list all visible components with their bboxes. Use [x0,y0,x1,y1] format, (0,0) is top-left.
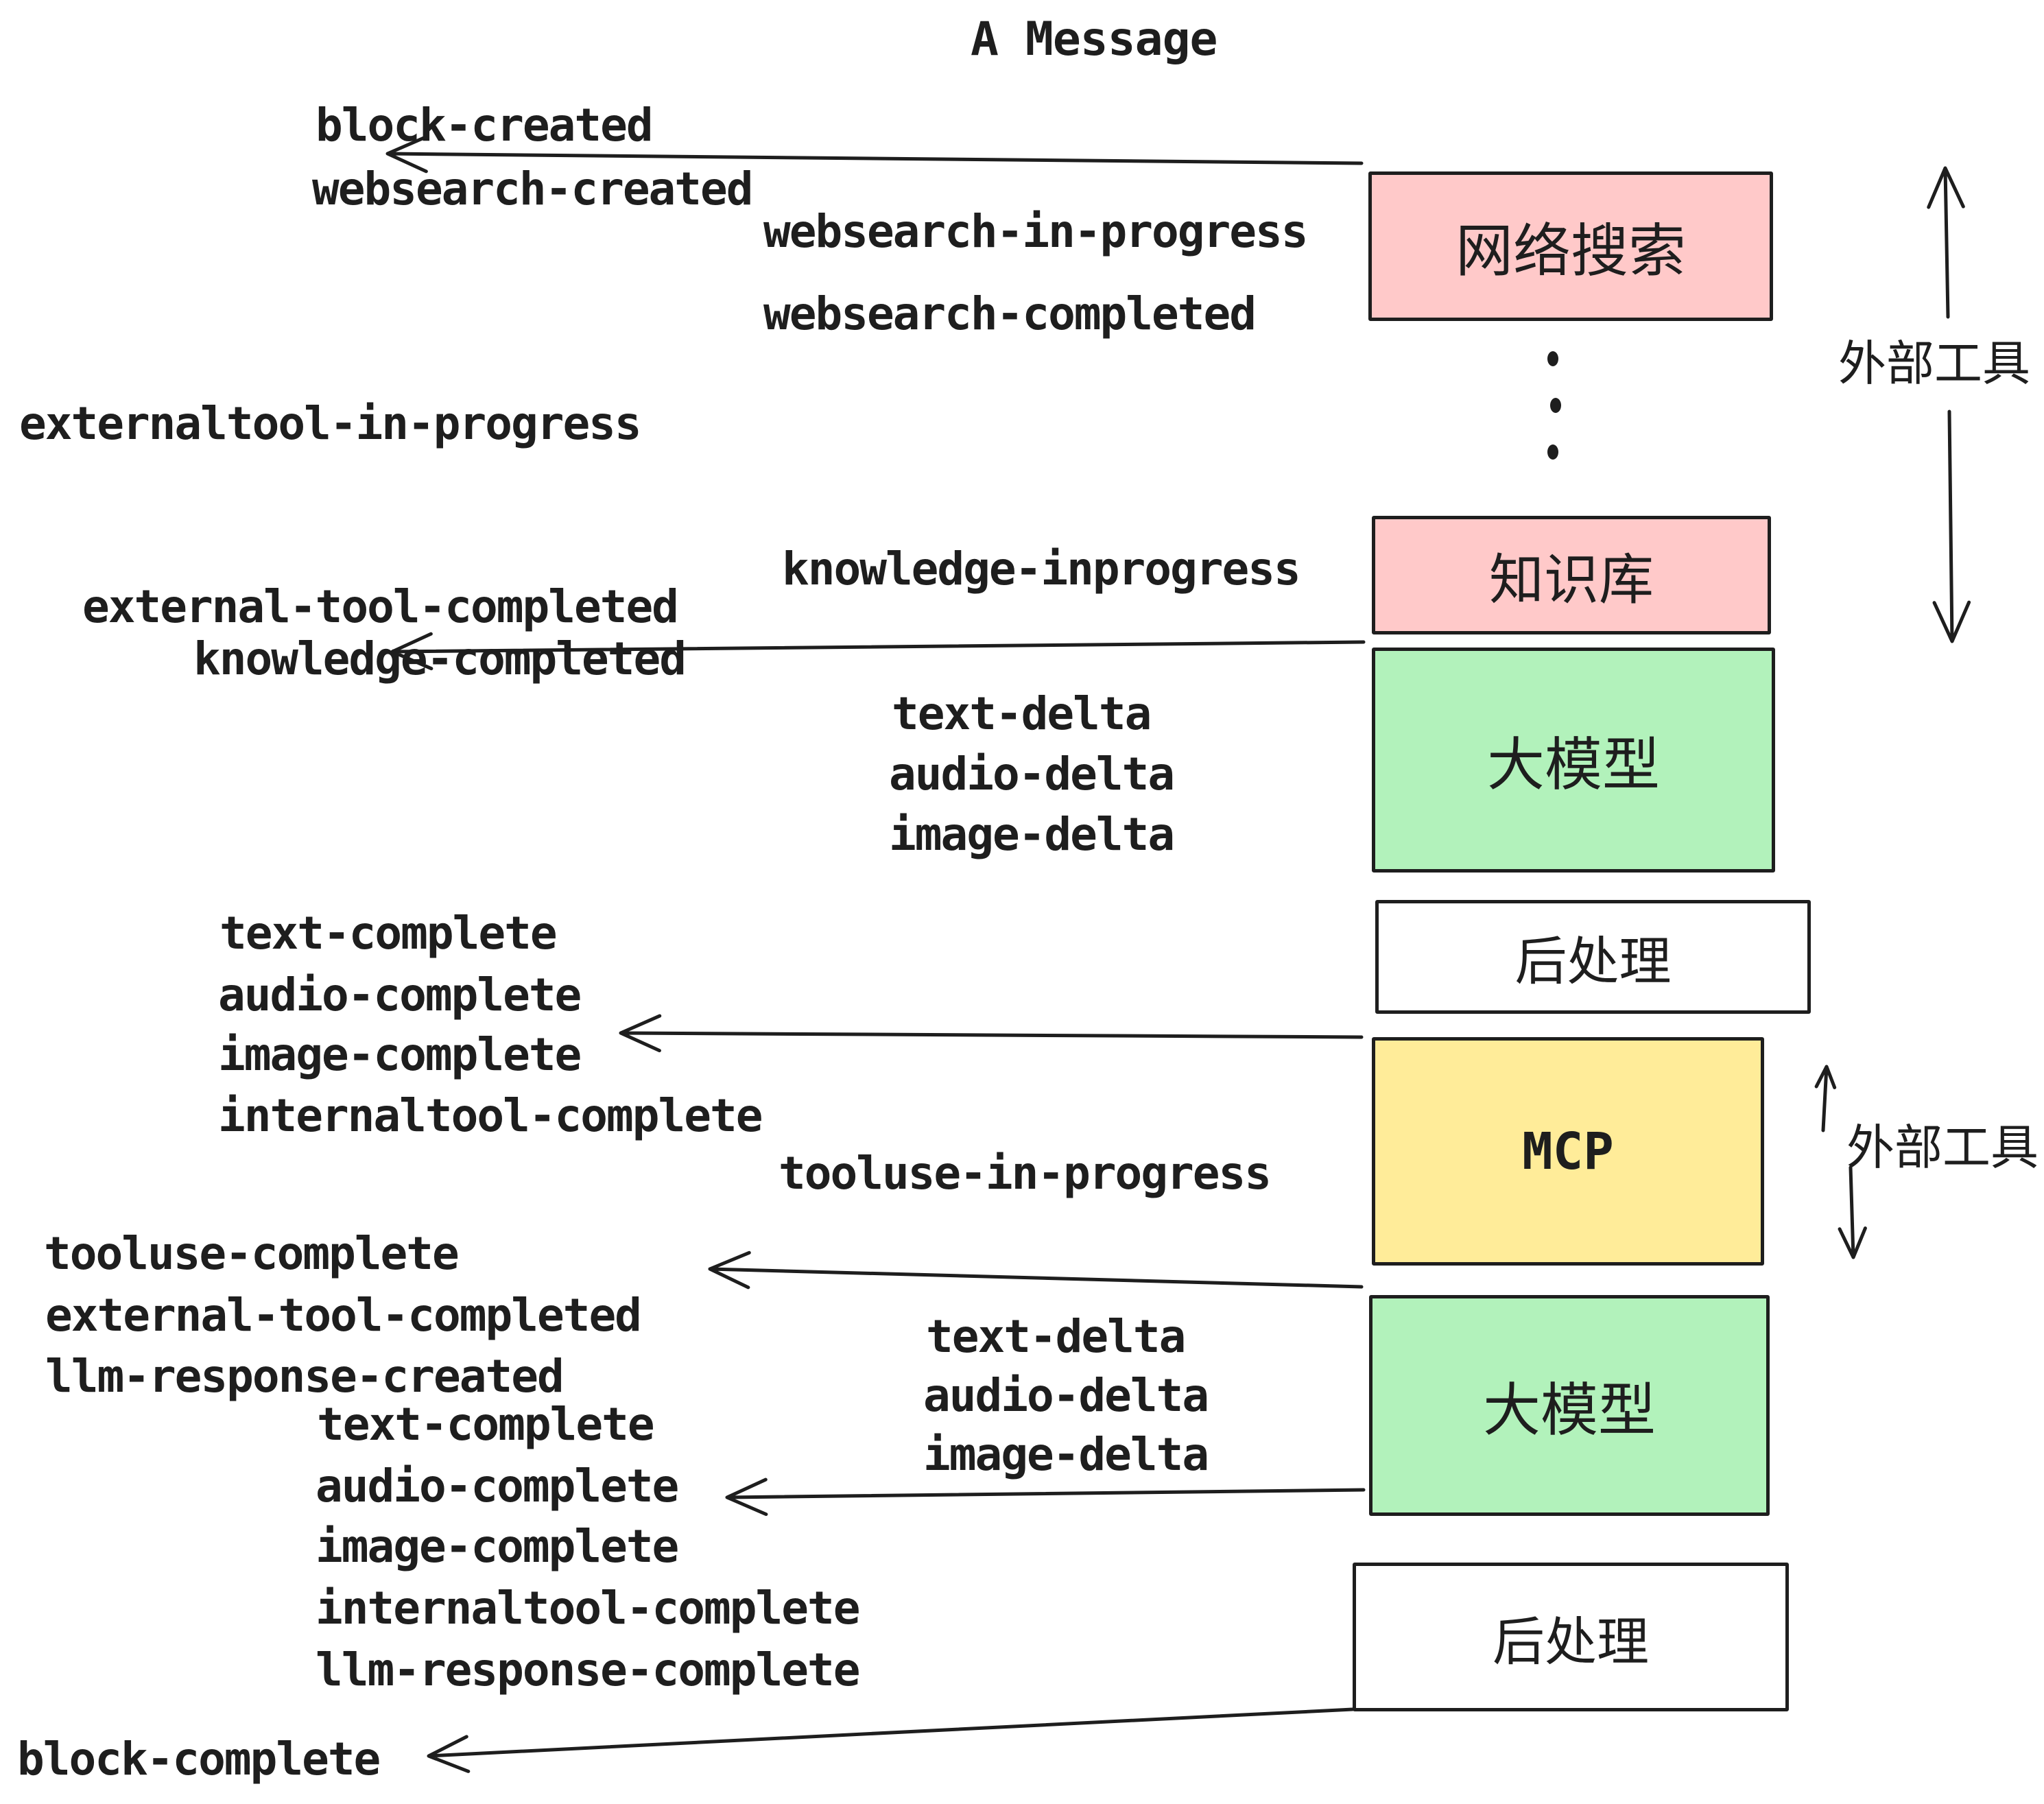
event-audio-complete-1: audio-complete [218,969,582,1021]
vertical-ellipsis-dot [1550,398,1561,413]
external-tools-label-top: 外部工具 [1838,335,2030,392]
llm-box-top-label: 大模型 [1486,731,1660,798]
diagram-title: A Message [971,12,1217,67]
knowledge-base-box-label: 知识库 [1489,547,1654,612]
event-audio-delta-1: audio-delta [889,748,1175,800]
arrow-llm-to-audio-complete [725,1477,1366,1517]
mcp-box-label: MCP [1522,1121,1614,1181]
postprocess-box-bottom: 后处理 [1353,1563,1789,1711]
event-block-complete: block-complete [17,1733,381,1785]
event-llm-response-created: llm-response-created [45,1350,565,1403]
vertical-ellipsis-dot [1547,444,1558,460]
event-image-complete-1: image-complete [218,1028,582,1081]
event-internaltool-complete-1: internaltool-complete [218,1089,763,1142]
event-websearch-completed: websearch-completed [763,287,1257,340]
postprocess-box-top-label: 后处理 [1514,931,1672,992]
arrow-to-image-complete [619,1014,1364,1053]
event-knowledge-completed: knowledge-completed [193,632,687,685]
arrow-mcp-to-tooluse-complete [708,1250,1364,1290]
event-websearch-created: websearch-created [312,163,754,215]
event-image-delta-1: image-delta [889,808,1175,861]
event-externaltool-in-progress: externaltool-in-progress [19,397,642,450]
event-tooluse-in-progress: tooluse-in-progress [779,1147,1272,1200]
vertical-ellipsis-dot [1547,351,1558,366]
external-tools-mid-arrow-down [1838,1165,1867,1259]
event-text-delta-1: text-delta [892,687,1152,740]
event-tooluse-complete: tooluse-complete [44,1227,460,1280]
event-external-tool-completed-2: external-tool-completed [45,1289,642,1342]
arrow-to-block-complete [427,1707,1355,1773]
external-tools-label-mid: 外部工具 [1846,1119,2039,1176]
event-knowledge-inprogress: knowledge-inprogress [782,543,1301,595]
event-text-complete-2: text-complete [317,1398,655,1451]
event-llm-response-complete: llm-response-complete [316,1643,860,1696]
event-block-created: block-created [316,99,654,152]
external-tools-top-arrow-down [1932,410,1971,643]
arrow-llm-to-knowledge-completed [390,632,1366,671]
event-image-complete-2: image-complete [316,1520,679,1573]
event-audio-delta-2: audio-delta [923,1369,1209,1422]
event-audio-complete-2: audio-complete [316,1460,679,1512]
llm-box-bottom: 大模型 [1369,1295,1770,1516]
websearch-box-label: 网络搜索 [1455,217,1686,285]
llm-box-top: 大模型 [1372,648,1775,873]
event-text-complete-1: text-complete [219,907,558,960]
websearch-box: 网络搜索 [1368,171,1773,321]
event-websearch-in-progress: websearch-in-progress [763,205,1308,258]
knowledge-base-box: 知识库 [1372,516,1771,634]
event-image-delta-2: image-delta [923,1428,1209,1481]
llm-box-bottom-label: 大模型 [1482,1376,1656,1444]
mcp-box: MCP [1372,1037,1764,1266]
postprocess-box-top: 后处理 [1375,900,1811,1014]
external-tools-mid-arrow-up [1814,1065,1837,1132]
external-tools-top-arrow-up [1927,166,1965,319]
event-external-tool-completed: external-tool-completed [82,580,679,633]
arrow-websearch-to-block-created [385,134,1364,174]
event-internaltool-complete-2: internaltool-complete [316,1582,860,1635]
postprocess-box-bottom-label: 后处理 [1493,1611,1649,1672]
event-text-delta-2: text-delta [926,1310,1186,1363]
